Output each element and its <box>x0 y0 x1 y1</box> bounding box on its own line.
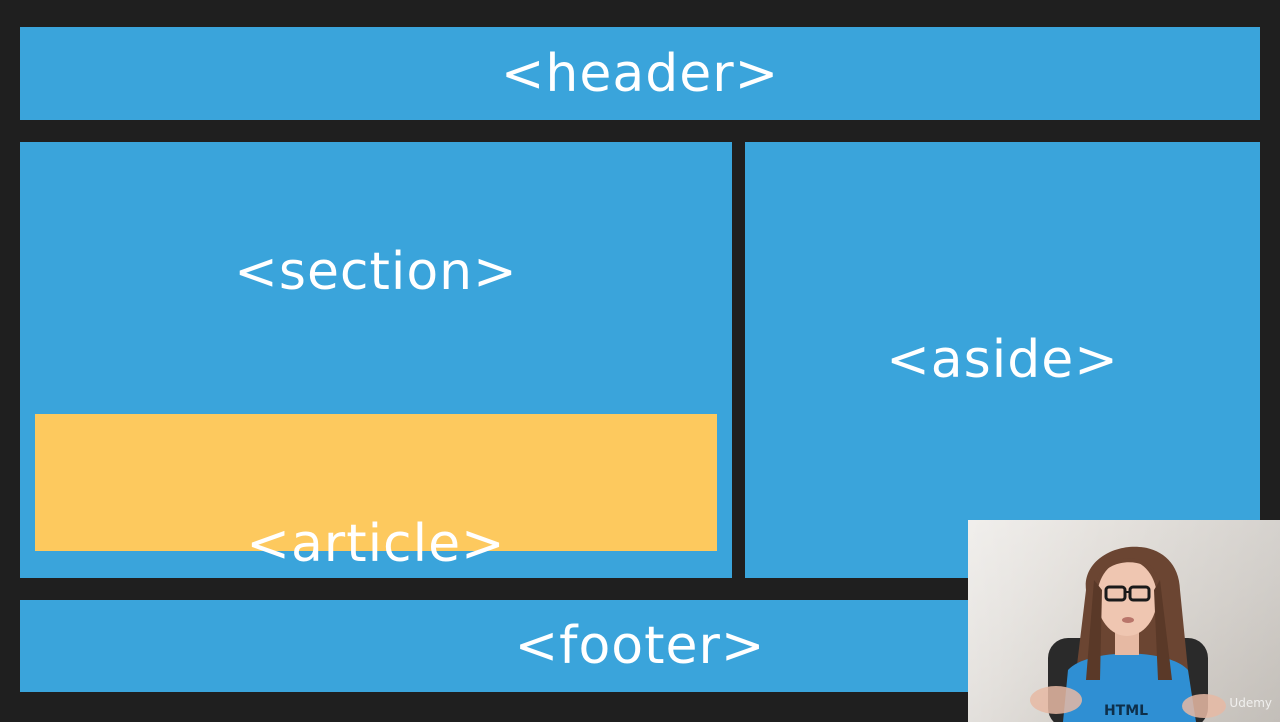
article-label: <article> <box>246 514 506 574</box>
header-label: <header> <box>500 43 780 104</box>
presenter-shirt-text: HTML <box>1104 703 1148 719</box>
article-block: <article> <box>35 414 717 570</box>
header-block: <header> <box>20 27 1260 120</box>
section-label: <section> <box>234 242 518 302</box>
footer-label: <footer> <box>514 616 766 676</box>
aside-block: <aside> <box>745 142 1260 578</box>
presenter-webcam: HTML Udemy <box>968 520 1280 722</box>
section-block: <section> <article> <box>20 142 732 578</box>
presenter-figure: HTML <box>1030 546 1226 722</box>
aside-label: <aside> <box>886 330 1119 390</box>
udemy-watermark: Udemy <box>1229 696 1272 710</box>
